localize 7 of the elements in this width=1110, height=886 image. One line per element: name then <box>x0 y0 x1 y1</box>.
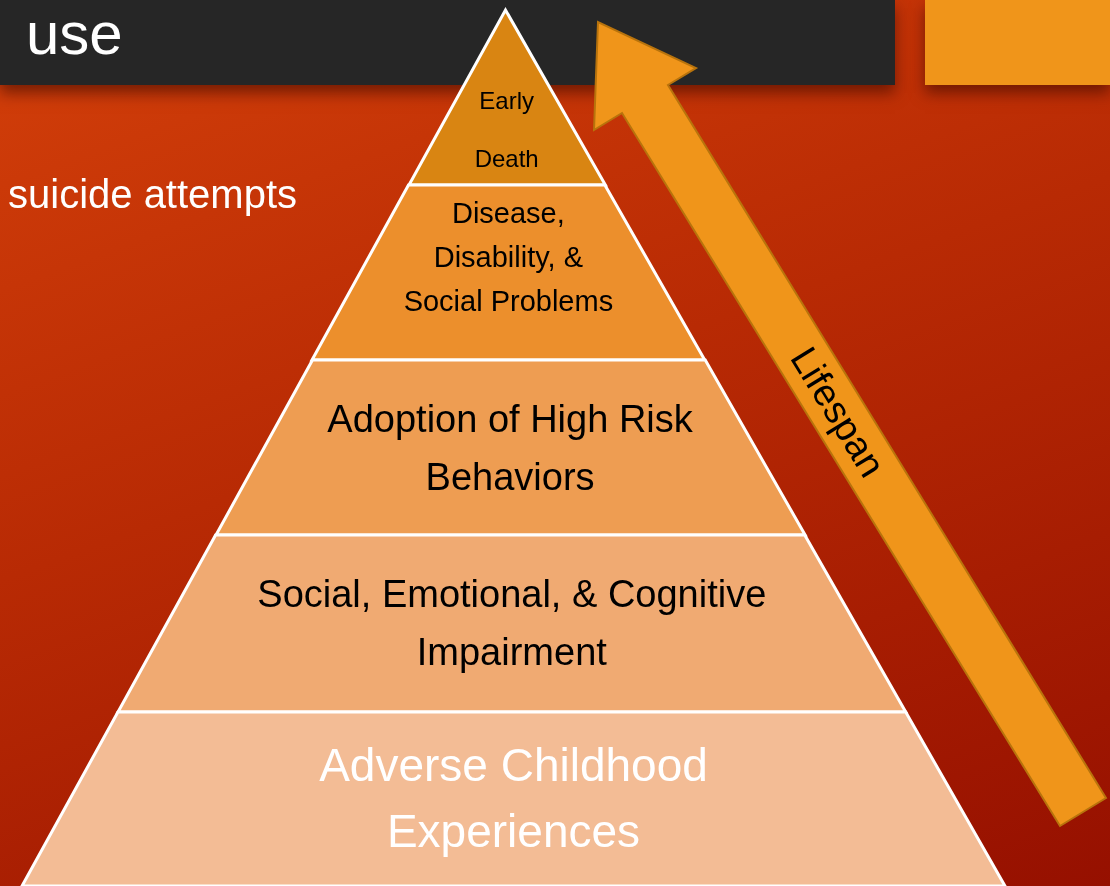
layer-label: Disease, Disability, & Social Problems <box>403 196 614 319</box>
layer-label: Adverse Childhood Experiences <box>318 738 709 859</box>
layer-label: Early Death <box>473 86 540 174</box>
slide-title: use <box>26 4 123 64</box>
layer-label: Social, Emotional, & Cognitive Impairment <box>256 572 768 675</box>
layer-label: Adoption of High Risk Behaviors <box>326 397 694 500</box>
bullet-text: suicide attempts <box>8 172 298 217</box>
